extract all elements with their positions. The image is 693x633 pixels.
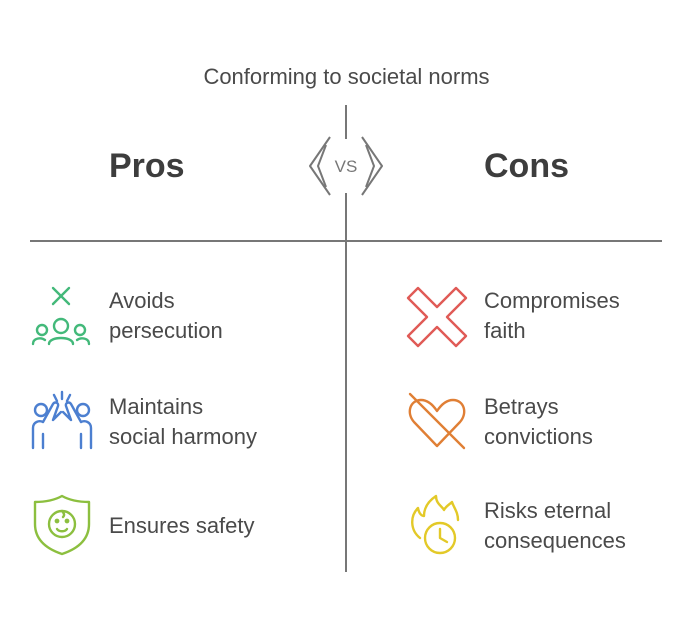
cons-item-label: Compromises faith: [484, 286, 620, 346]
vs-left-chevron-inner: [317, 144, 327, 188]
diagram-title: Conforming to societal norms: [203, 64, 490, 89]
vs-right-chevron-inner: [365, 144, 375, 188]
group-cross-icon: [31, 286, 91, 346]
burning-clock-icon: [411, 494, 460, 555]
pros-item-line2: persecution: [109, 318, 223, 343]
cons-heading: Cons: [484, 147, 569, 185]
pros-item-line1: Ensures safety: [109, 513, 255, 538]
high-five-icon: [31, 390, 93, 450]
pros-item-line1: Avoids: [109, 288, 175, 313]
pros-item-label: Ensures safety: [109, 511, 255, 541]
pros-heading: Pros: [109, 147, 185, 185]
vs-right-chevron: [361, 136, 383, 196]
cons-item-label: Risks eternal consequences: [484, 496, 626, 556]
shield-face-icon: [33, 494, 91, 556]
cons-item-label: Betrays convictions: [484, 392, 593, 452]
cons-item-line2: convictions: [484, 424, 593, 449]
pros-item-label: Avoids persecution: [109, 286, 223, 346]
vs-badge: VS: [309, 136, 383, 196]
cons-item-line1: Compromises: [484, 288, 620, 313]
pros-item-line1: Maintains: [109, 394, 204, 419]
cons-item-line2: consequences: [484, 528, 626, 553]
vs-left-chevron: [309, 136, 331, 196]
cons-item-line2: faith: [484, 318, 526, 343]
pros-item-line2: social harmony: [109, 424, 257, 449]
vs-label: VS: [335, 157, 358, 176]
pros-item-label: Maintains social harmony: [109, 392, 257, 452]
cons-item-line1: Risks eternal: [484, 498, 612, 523]
x-mark-icon: [406, 286, 468, 348]
broken-heart-icon: [408, 392, 466, 450]
cons-item-line1: Betrays: [484, 394, 559, 419]
